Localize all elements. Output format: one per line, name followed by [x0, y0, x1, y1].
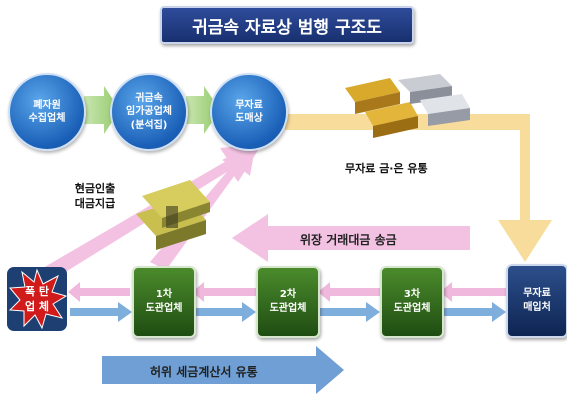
label-cash-withdrawal: 현금인출 대금지급	[74, 182, 116, 210]
cash-bundle-image	[136, 180, 210, 250]
box-unrecorded-buyer: 무자료 매입처	[506, 264, 567, 338]
box-conduit-3: 3차 도관업체	[380, 266, 444, 338]
arrow-blue-b3	[320, 302, 380, 322]
arrow-yellow	[285, 114, 552, 262]
box-conduit-1: 1차 도관업체	[132, 266, 196, 338]
circle-scrap-collector: 폐자원 수집업체	[8, 73, 86, 151]
label-fake-remittance: 위장 거래대금 송금	[300, 233, 397, 247]
arrow-blue-b2	[196, 302, 256, 322]
arrow-pink-b4	[440, 282, 506, 302]
bomb-company-label: 폭 탄 업 체	[24, 284, 50, 313]
gold-bars-image	[345, 74, 470, 138]
box-conduit-2: 2차 도관업체	[256, 266, 320, 338]
arrow-blue-b1	[70, 302, 132, 322]
arrow-pink-b2	[192, 282, 258, 302]
arrow-blue-invoice	[102, 346, 344, 394]
circle-jewelry-processor: 귀금속 임가공업체 (분석집)	[110, 73, 188, 151]
label-gold-silver-flow: 무자료 금·은 유통	[345, 162, 428, 175]
label-fake-invoice: 허위 세금계산서 유통	[150, 365, 258, 379]
arrow-pink-b3	[318, 282, 382, 302]
diagram-title: 귀금속 자료상 범행 구조도	[160, 6, 414, 44]
arrow-blue-b4	[444, 302, 506, 322]
bomb-company-shape	[7, 267, 68, 331]
circle-unrecorded-wholesaler: 무자료 도매상	[210, 73, 288, 151]
arrow-pink-remit	[232, 214, 470, 262]
arrow-pink-b1	[68, 282, 130, 302]
